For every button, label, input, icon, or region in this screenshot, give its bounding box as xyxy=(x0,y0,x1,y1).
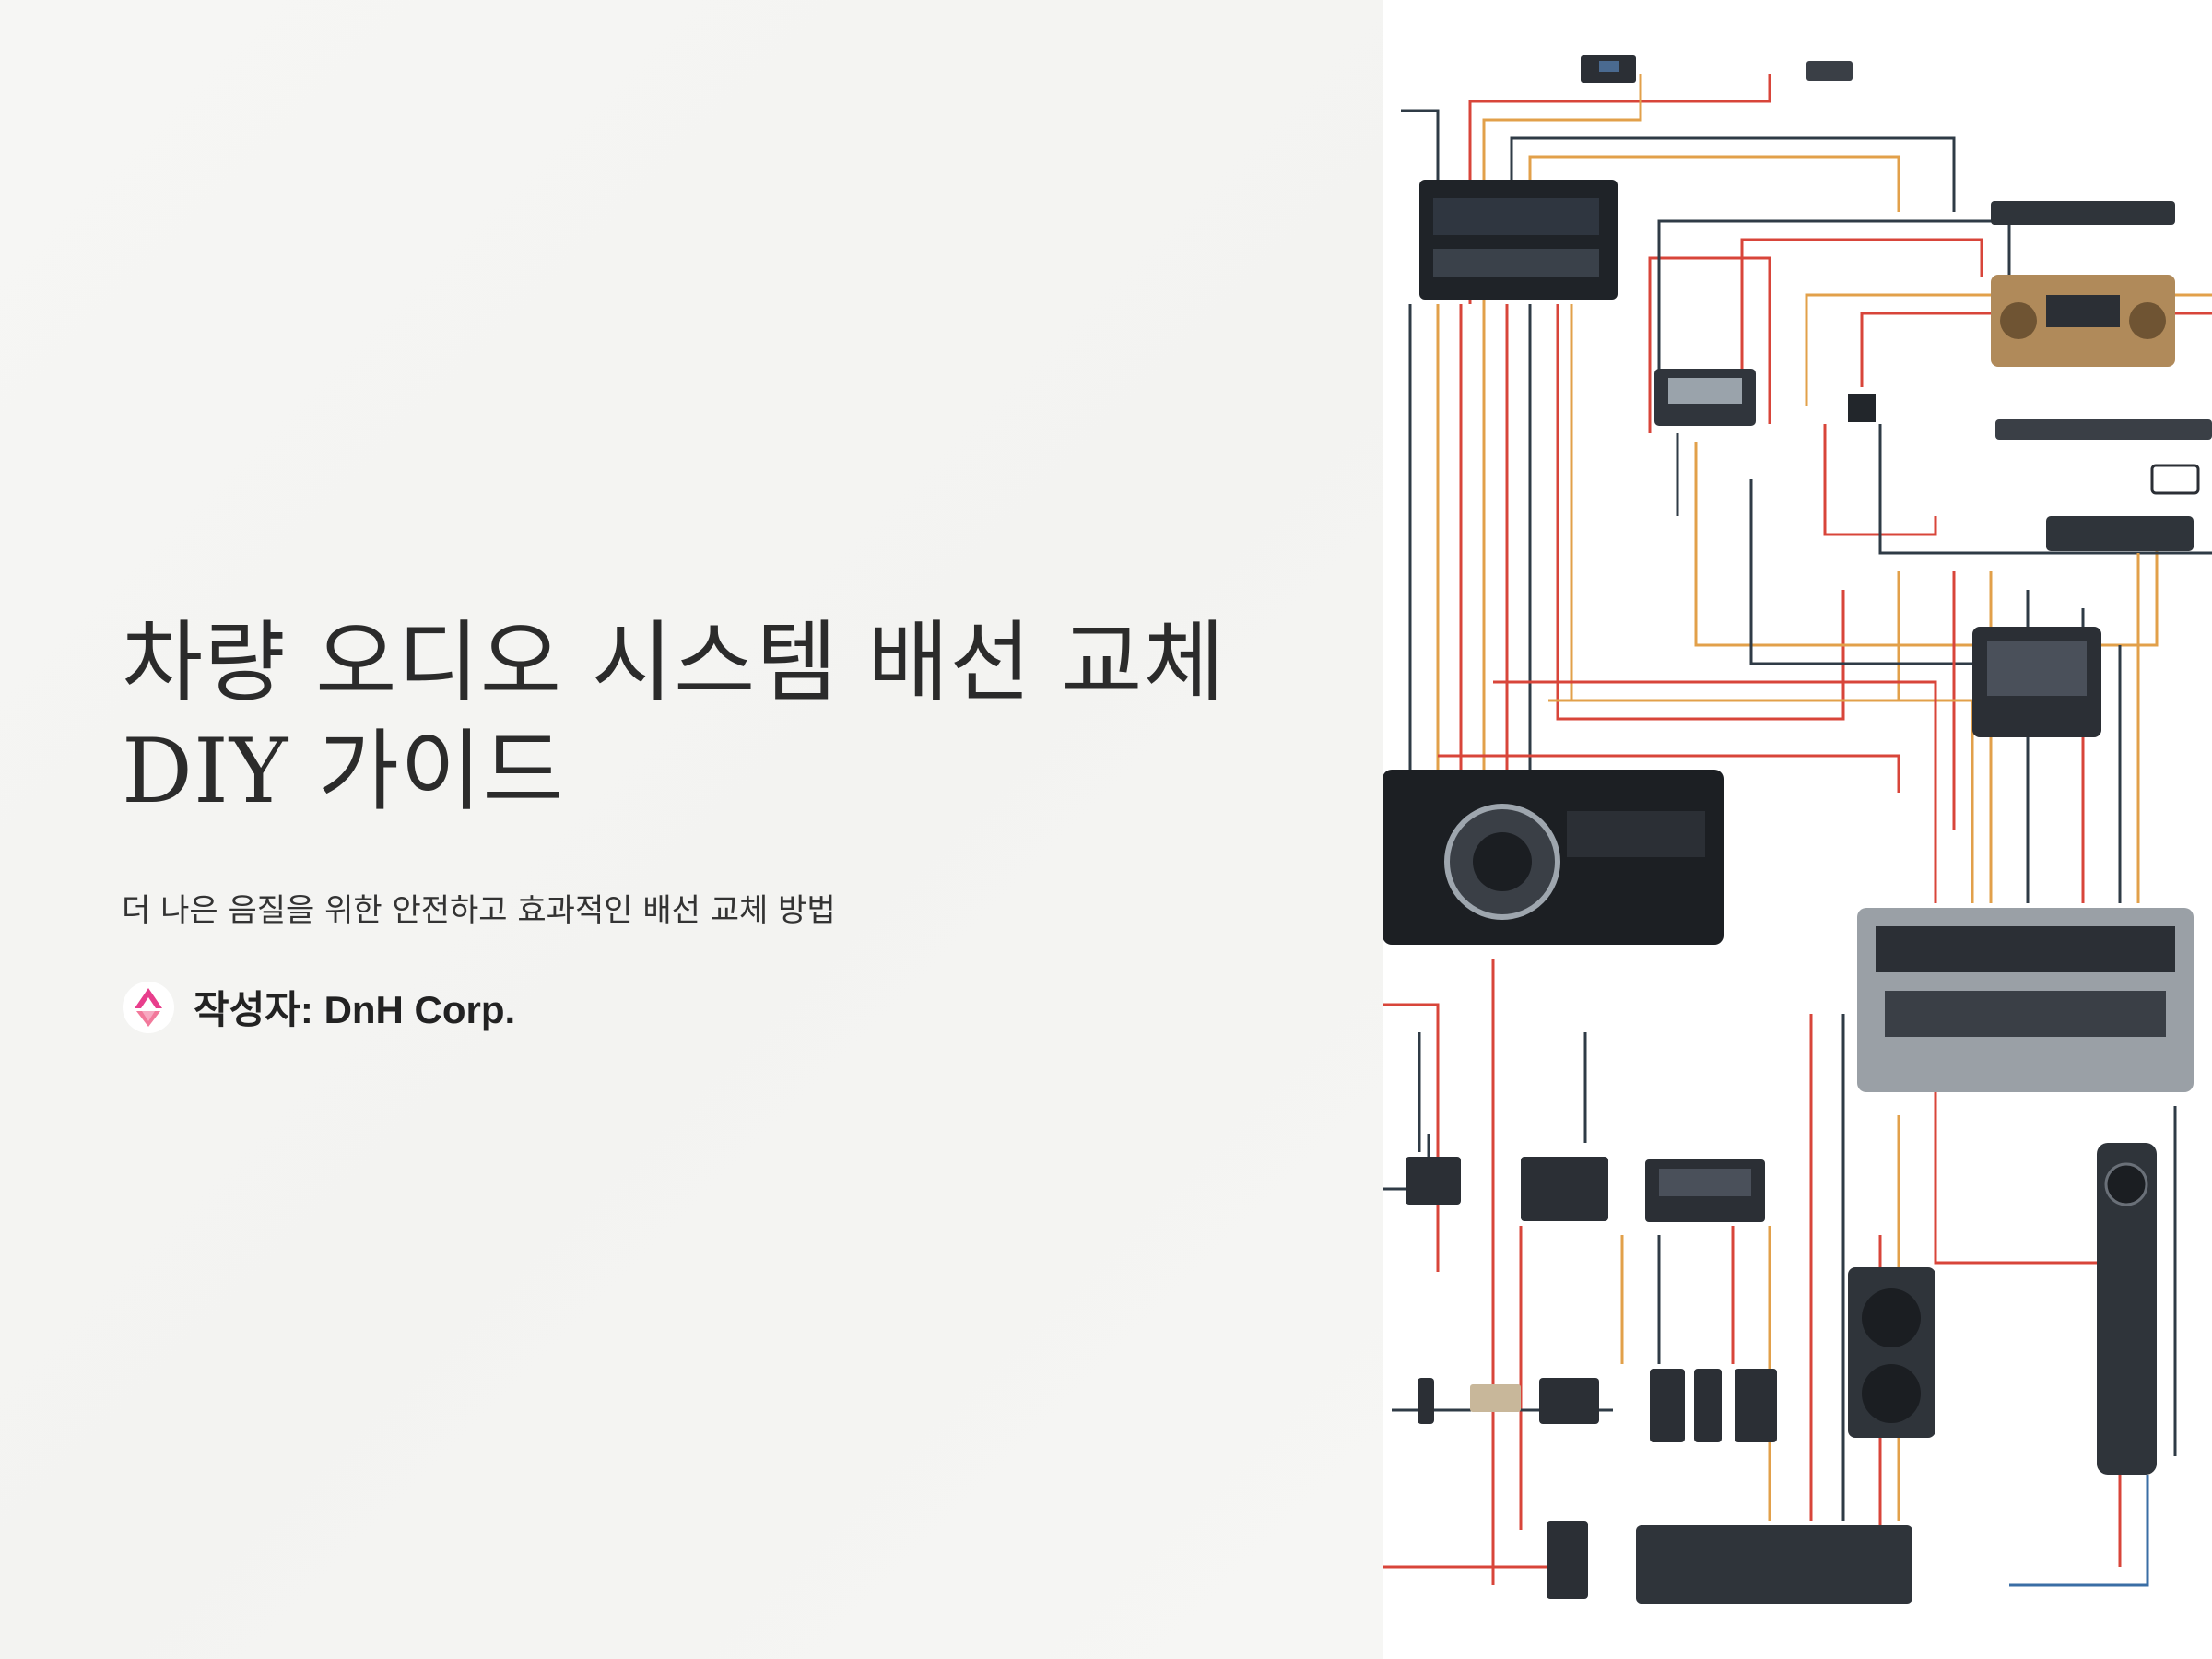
subtitle: 더 나은 음질을 위한 안전하고 효과적인 배선 교체 방법 xyxy=(122,892,836,929)
wiring-diagram-image xyxy=(1382,0,2212,1659)
title-line-2: DIY 가이드 xyxy=(122,720,565,823)
title-panel: 차량 오디오 시스템 배선 교체 DIY 가이드 더 나은 음질을 위한 안전하… xyxy=(0,0,1382,1659)
dnh-logo-icon xyxy=(123,981,174,1033)
page-title: 차량 오디오 시스템 배선 교체 DIY 가이드 xyxy=(122,608,1338,826)
title-line-1: 차량 오디오 시스템 배선 교체 xyxy=(122,611,1226,714)
wiring-diagram-illustration xyxy=(1382,0,2212,1659)
author-label: 작성자: DnH Corp. xyxy=(194,988,516,1031)
author-row: 작성자: DnH Corp. xyxy=(122,979,515,1035)
